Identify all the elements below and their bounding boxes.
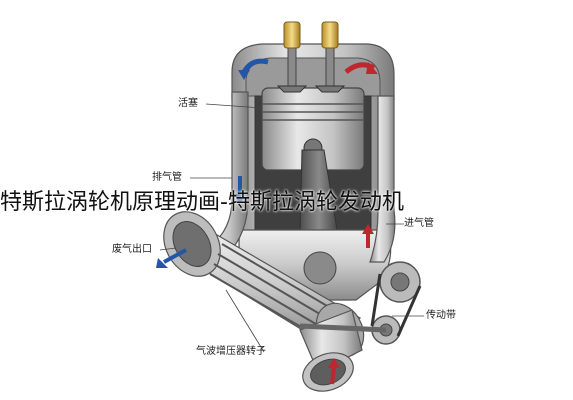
compressor-rotor [163, 211, 365, 358]
label-drive-belt: 传动带 [426, 310, 456, 321]
crankshaft [303, 251, 337, 285]
valves [276, 21, 346, 93]
caption-overlay: 特斯拉涡轮机原理动画-特斯拉涡轮发动机 [0, 190, 404, 215]
intake-pipe [369, 95, 396, 263]
flow-arrows [156, 58, 378, 385]
leader-lines [159, 103, 424, 353]
label-exhaust-outlet: 废气出口 [112, 244, 152, 255]
label-compressor-rotor: 气波增压器转子 [196, 346, 266, 357]
label-piston: 活塞 [178, 98, 198, 109]
drive-belt [299, 261, 422, 345]
label-intake-pipe: 进气管 [404, 218, 434, 229]
label-exhaust-pipe: 排气管 [152, 172, 182, 183]
